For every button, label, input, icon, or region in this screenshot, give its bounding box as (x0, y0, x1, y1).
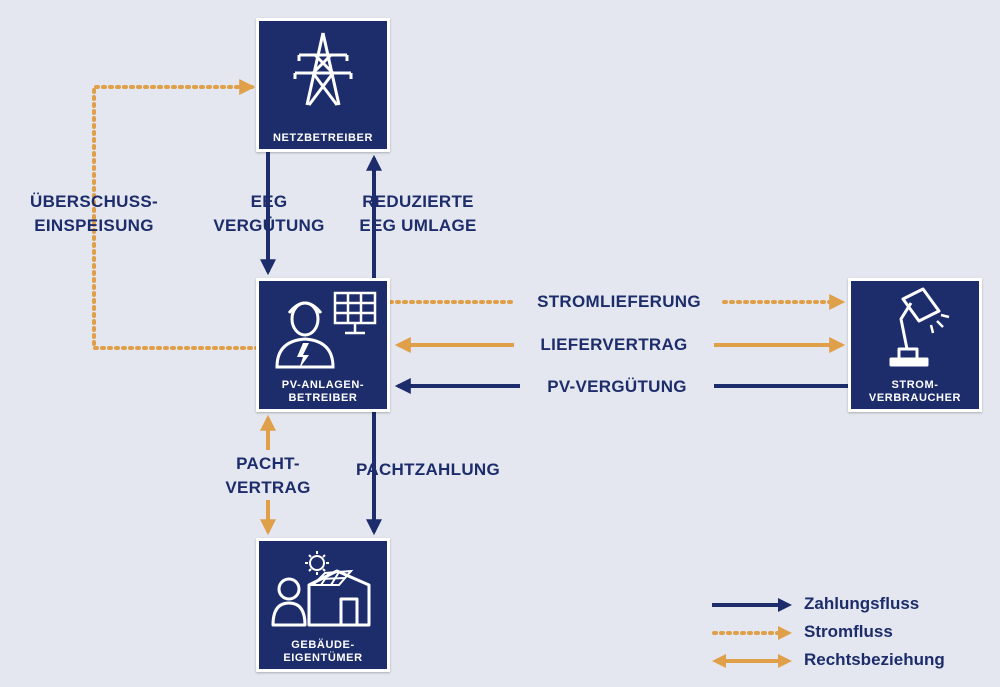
legend-zahlungsfluss: Zahlungsfluss (712, 592, 992, 618)
legend-power-flow-arrow-icon (712, 626, 792, 640)
legend-payment-arrow-icon (712, 598, 792, 612)
label-liefervertrag: LIEFERVERTRAG (540, 335, 688, 354)
node-pv-anlagenbetreiber: PV-ANLAGEN- BETREIBER (256, 278, 390, 412)
node-gebaeudeeigentuemer: GEBÄUDE- EIGENTÜMER (256, 538, 390, 672)
desk-lamp-icon (889, 287, 950, 367)
legend-label: Zahlungsfluss (804, 594, 920, 613)
node-stromverbraucher: STROM- VERBRAUCHER (848, 278, 982, 412)
legend-stromfluss: Stromfluss (712, 620, 992, 646)
node-label: STROM- VERBRAUCHER (868, 379, 962, 404)
label-ueberschuss-einspeisung: ÜBERSCHUSS- EINSPEISUNG (30, 192, 158, 235)
label-stromlieferung: STROMLIEFERUNG (537, 292, 701, 311)
node-netzbetreiber: NETZBETREIBER (256, 18, 390, 152)
worker-solar-panel-icon (275, 291, 377, 369)
legend-rechtsbeziehung: Rechtsbeziehung (712, 648, 992, 674)
ueberschuss-flow-line (92, 79, 260, 350)
label-reduzierte-eeg-umlage: REDUZIERTE EEG UMLAGE (359, 192, 477, 235)
label-pachtzahlung: PACHTZAHLUNG (356, 460, 500, 479)
node-label: NETZBETREIBER (272, 132, 374, 144)
label-pachtvertrag: PACHT- VERTRAG (225, 454, 311, 497)
label-eeg-verguetung: EEG VERGÜTUNG (213, 192, 325, 235)
legend-legal-relation-arrow-icon (712, 654, 792, 668)
label-pv-verguetung: PV-VERGÜTUNG (547, 377, 687, 396)
node-label: PV-ANLAGEN- BETREIBER (281, 379, 365, 404)
node-label: GEBÄUDE- EIGENTÜMER (283, 639, 363, 664)
legend-label: Stromfluss (804, 622, 893, 641)
power-tower-icon (293, 32, 353, 106)
person-house-solar-icon (271, 551, 371, 627)
legend-label: Rechtsbeziehung (804, 650, 945, 669)
